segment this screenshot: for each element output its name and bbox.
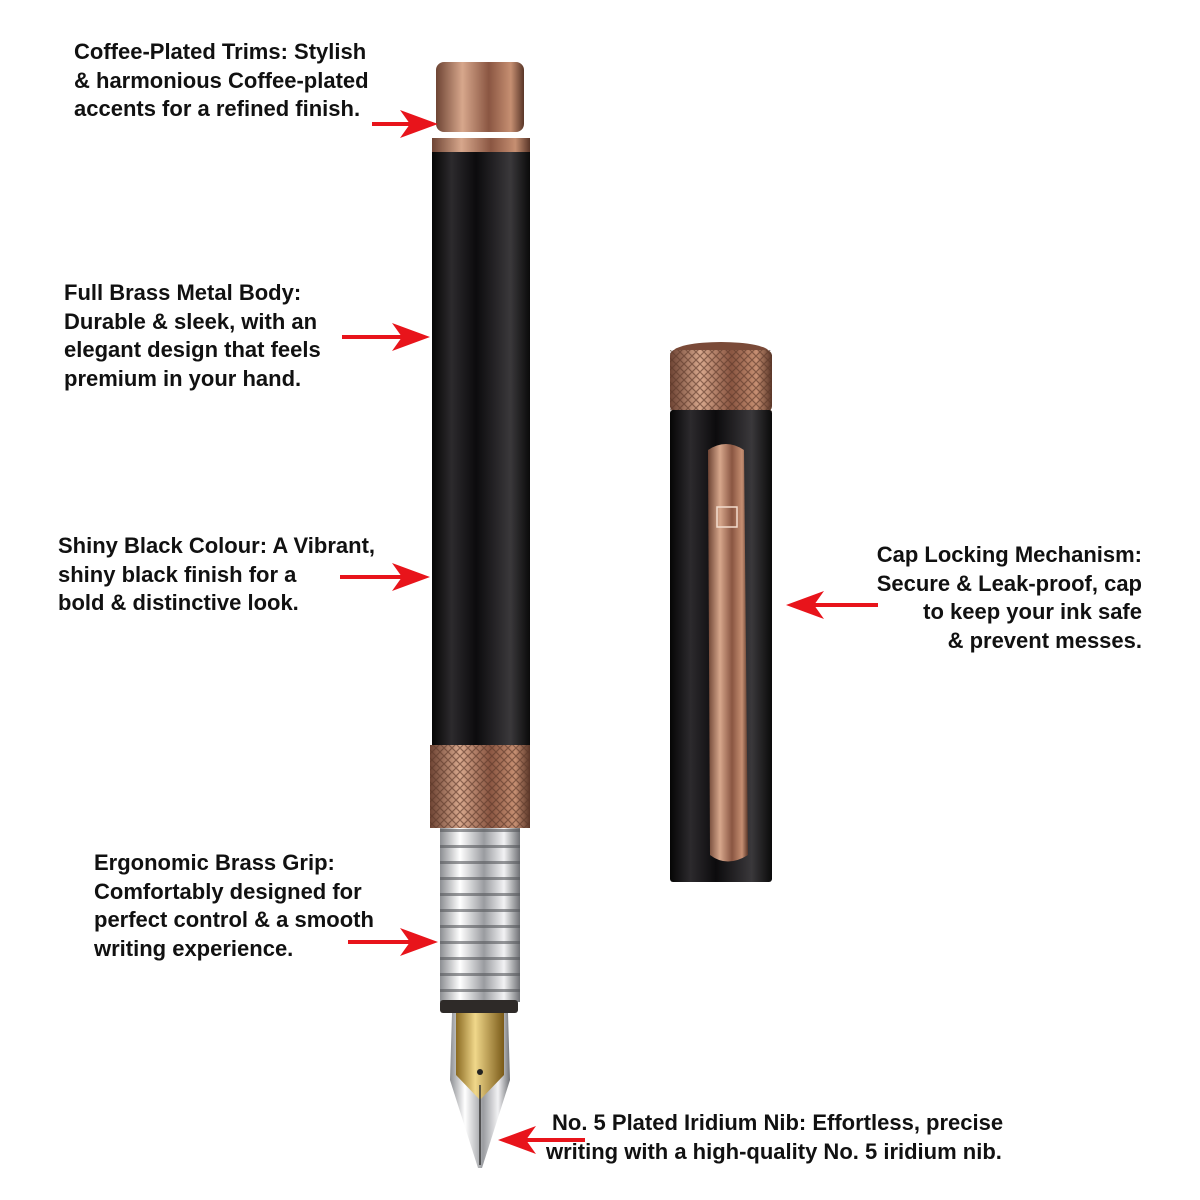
arrow-body: [342, 323, 430, 351]
callout-line: Full Brass Metal Body:: [64, 280, 302, 305]
barrel: [432, 152, 530, 746]
callout-line: elegant design that feels: [64, 337, 321, 363]
callout-line: Comfortably designed for: [94, 878, 362, 904]
arrow-cap: [786, 591, 878, 619]
callout-line: to keep your ink safe: [923, 599, 1142, 625]
cap-clip: [708, 444, 748, 862]
callout-line: Shiny Black Colour: A Vibrant,: [58, 533, 376, 558]
callout-line: premium in your hand.: [64, 365, 302, 391]
callout-line: Coffee-Plated Trims: Stylish: [74, 39, 367, 64]
callout-line: writing with a high-quality No. 5 iridiu…: [546, 1138, 1002, 1164]
arrow-trims: [372, 110, 438, 138]
callout-nib: No. 5 Plated Iridium Nib: Effortless, pr…: [546, 1109, 1003, 1166]
callout-grip: Ergonomic Brass Grip: Comfortably design…: [94, 849, 374, 963]
arrow-nib: [498, 1126, 585, 1154]
trim-ring: [432, 138, 530, 152]
pen-body: [430, 62, 530, 1168]
top-trim: [436, 62, 524, 132]
pen-cap: [670, 342, 772, 882]
callout-line: perfect control & a smooth: [94, 907, 374, 933]
callout-line: Cap Locking Mechanism:: [876, 542, 1142, 567]
callout-line: & harmonious Coffee-plated: [74, 67, 369, 93]
callout-line: accents for a refined finish.: [74, 96, 361, 122]
callout-cap: Cap Locking Mechanism: Secure & Leak-pro…: [877, 541, 1142, 655]
callout-line: Secure & Leak-proof, cap: [876, 570, 1142, 596]
callout-line: No. 5 Plated Iridium Nib: Effortless, pr…: [552, 1110, 1004, 1135]
clip-logo: [716, 506, 738, 528]
callout-line: bold & distinctive look.: [58, 590, 299, 616]
callout-line: Ergonomic Brass Grip:: [94, 850, 335, 875]
arrows: [340, 110, 878, 1154]
callout-line: writing experience.: [94, 935, 294, 961]
arrow-grip: [348, 928, 438, 956]
callout-line: Durable & sleek, with an: [64, 308, 318, 334]
callout-trims: Coffee-Plated Trims: Stylish & harmoniou…: [74, 38, 369, 124]
callout-line: & prevent messes.: [947, 627, 1142, 653]
callout-body: Full Brass Metal Body: Durable & sleek, …: [64, 279, 321, 393]
grip-ring: [440, 1000, 518, 1013]
callout-colour: Shiny Black Colour: A Vibrant, shiny bla…: [58, 532, 375, 618]
arrow-colour: [340, 563, 430, 591]
callout-line: shiny black finish for a: [58, 561, 297, 587]
